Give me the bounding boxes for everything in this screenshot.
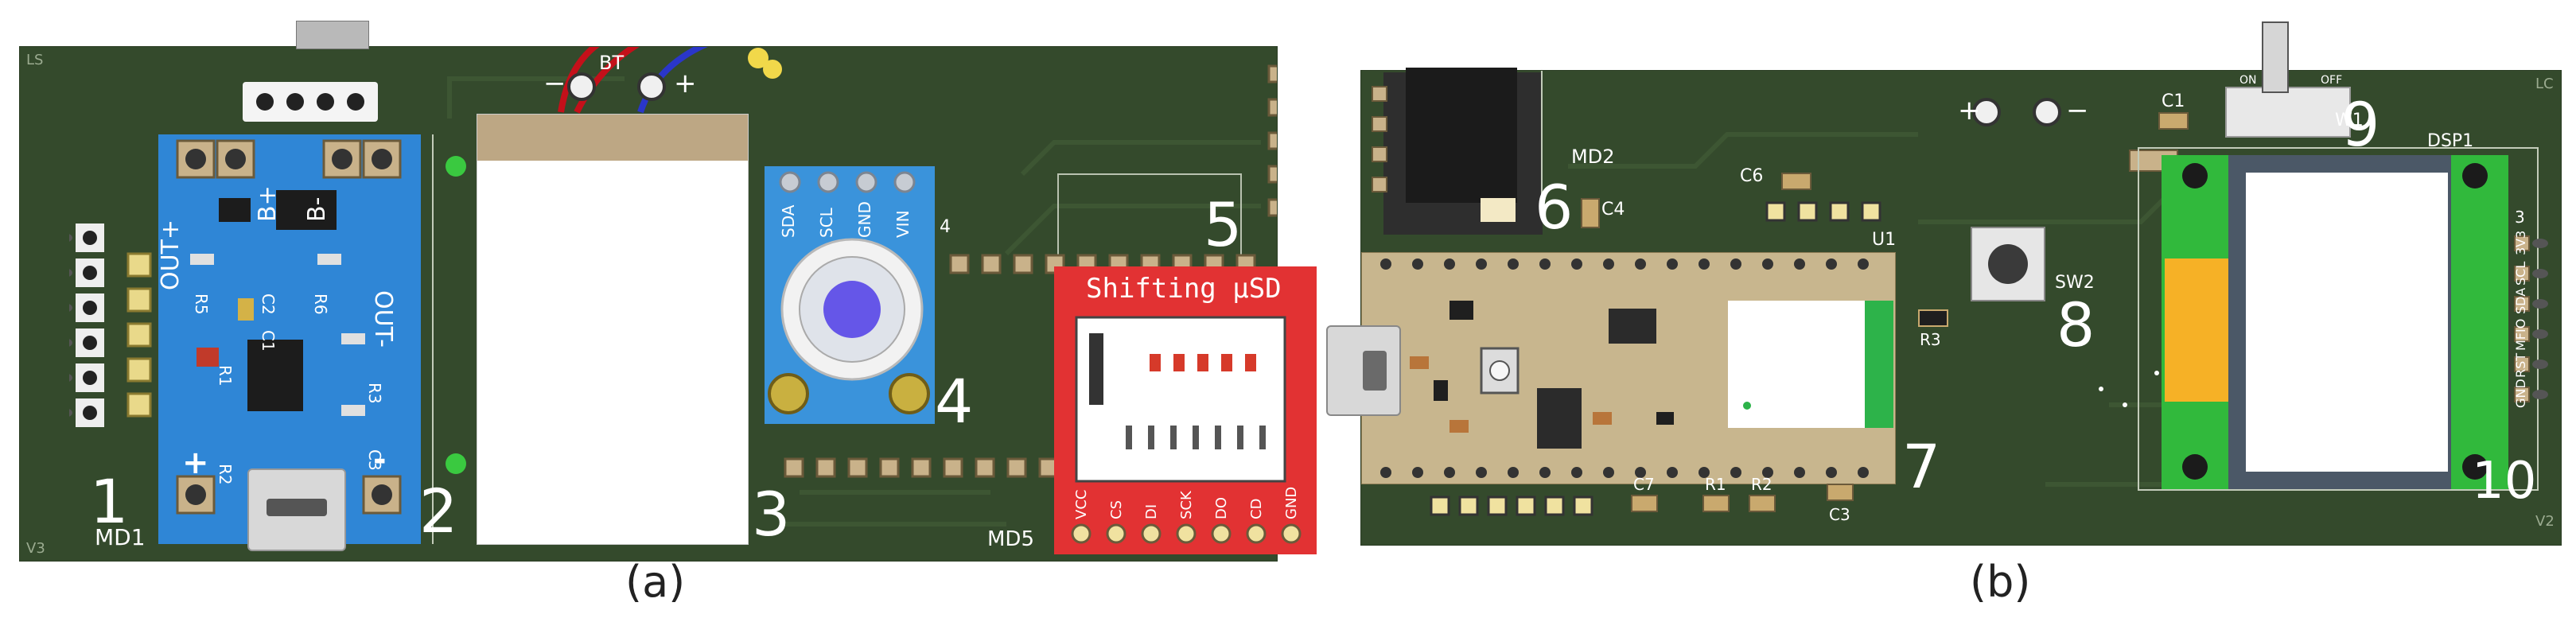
label-r2: R2 xyxy=(1751,475,1772,494)
pin-row-b-bottom xyxy=(1430,484,1854,516)
label-c3: C3 xyxy=(1829,505,1850,524)
display-pin-scl: SCL xyxy=(2513,261,2528,286)
callout-2: 2 xyxy=(419,476,458,546)
slide-switch[interactable] xyxy=(2225,21,2351,138)
display-header-pins xyxy=(2514,235,2548,402)
battery-wires xyxy=(446,47,782,474)
sd-pin-do: DO xyxy=(1213,496,1230,519)
callout-5: 5 xyxy=(1204,189,1243,260)
header-1-right xyxy=(125,238,157,437)
label-u1: U1 xyxy=(1872,230,1897,250)
sd-pin-cd: CD xyxy=(1248,498,1265,519)
label-sw2: SW2 xyxy=(2055,273,2095,293)
sensor-ref-label: 4 xyxy=(940,217,951,237)
panel-a: 1 MD1 LS V3 OUT+ B+ B- OUT- R5 C2 R6 C1 … xyxy=(19,46,1317,562)
label-md5: MD5 xyxy=(987,527,1034,551)
display-screen xyxy=(2246,173,2448,472)
label-on: ON xyxy=(2239,74,2257,87)
charger-outline xyxy=(421,134,434,544)
display-pin-gnd: GND xyxy=(2513,379,2528,408)
label-r1: R1 xyxy=(1705,475,1726,494)
label-bt-plus: + xyxy=(674,68,697,99)
label-c1: C1 xyxy=(2162,91,2185,111)
panel-b: LC V2 MD2 6 C4 C6 + − C1 ON OFF W1 9 U1 xyxy=(1326,21,2562,546)
display-pin-sda: SDA xyxy=(2513,287,2528,314)
label-bt: BT xyxy=(599,52,625,74)
sd-module: Shifting µSD VCC CS DI SCK DO CD GND xyxy=(1054,266,1317,554)
caption-a: (a) xyxy=(625,557,686,607)
mcu-usb-port xyxy=(1326,325,1401,416)
push-button-sw2[interactable] xyxy=(1971,227,2045,301)
charger-plus-label: + xyxy=(182,445,209,481)
caption-b: (b) xyxy=(1970,557,2031,607)
label-c4: C4 xyxy=(1601,200,1625,220)
callout-9: 9 xyxy=(2341,89,2380,160)
display-pin-3v3: 3V3 xyxy=(2513,230,2528,255)
mcu-board-components xyxy=(1380,258,1893,478)
callout-7: 7 xyxy=(1902,431,1941,502)
cap-c4 xyxy=(1581,198,1600,228)
display-module xyxy=(2162,155,2508,489)
callout-8: 8 xyxy=(2057,290,2095,360)
label-off: OFF xyxy=(2321,74,2343,87)
resistor-r3 xyxy=(1918,309,1948,327)
display-outline xyxy=(2138,147,2539,491)
display-fpc xyxy=(2165,258,2228,402)
callout-6: 6 xyxy=(1535,172,1574,243)
sd-module-title: Shifting µSD xyxy=(1086,273,1282,305)
header-top-md1 xyxy=(243,82,378,122)
charger-usb-port xyxy=(247,468,346,551)
corner-label-ls: LS xyxy=(26,52,44,68)
display-pin-rst: RST xyxy=(2513,352,2528,378)
header-1 xyxy=(69,223,117,462)
sd-pin-di: DI xyxy=(1143,503,1160,519)
label-c7: C7 xyxy=(1633,475,1655,494)
label-w1: W1 xyxy=(2335,111,2364,130)
mcu-board xyxy=(1361,252,1896,484)
sensor-module-components xyxy=(768,171,930,414)
display-pin-mfio: MFIO xyxy=(2513,318,2528,351)
corner-label-v3: V3 xyxy=(26,540,45,557)
sd-pin-sck: SCK xyxy=(1178,491,1195,519)
label-bt-minus: − xyxy=(543,68,566,99)
module-md2 xyxy=(1361,68,1568,241)
label-md1: MD1 xyxy=(95,524,146,550)
sd-module-components xyxy=(1071,316,1302,544)
charger-module-components xyxy=(176,139,402,515)
label-r3: R3 xyxy=(1920,330,1941,349)
callout-1: 1 xyxy=(90,466,129,537)
charger-minus-label: - xyxy=(373,441,387,478)
label-plus-b: + xyxy=(1958,95,1981,126)
sd-pin-vcc: VCC xyxy=(1073,489,1090,519)
switch-nub-a xyxy=(296,21,369,49)
corner-label-lc: LC xyxy=(2535,76,2554,92)
corner-label-v2: V2 xyxy=(2535,513,2555,530)
sd-pin-cs: CS xyxy=(1108,500,1125,519)
label-c6: C6 xyxy=(1740,166,1764,186)
callout-4: 4 xyxy=(935,366,974,437)
label-md2: MD2 xyxy=(1571,146,1615,168)
sensor-module: SDA SCL GND VIN xyxy=(765,166,935,424)
display-ref-label: 3 xyxy=(2515,208,2525,227)
label-minus-b: − xyxy=(2066,95,2089,126)
charger-module: OUT+ B+ B- OUT- R5 C2 R6 C1 R1 R3 R2 C3 … xyxy=(157,134,421,551)
battery-pack xyxy=(477,114,749,545)
callout-3: 3 xyxy=(752,479,791,550)
cap-c6 xyxy=(1781,173,1811,190)
pin-row-b-top xyxy=(1765,98,2061,222)
sd-pin-gnd: GND xyxy=(1283,486,1300,519)
display-mount-holes xyxy=(2182,163,2488,480)
cap-c1 xyxy=(2158,112,2189,130)
callout-10: 10 xyxy=(2472,452,2537,511)
